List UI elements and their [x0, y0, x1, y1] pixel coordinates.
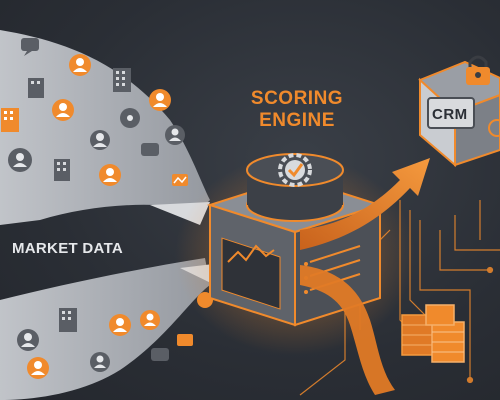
user-icon — [52, 99, 74, 121]
chat-bubble-icon — [141, 143, 159, 156]
chat-bubble-icon — [177, 334, 193, 346]
output-arrow-up — [300, 158, 430, 250]
user-icon — [109, 314, 131, 336]
user-icon — [8, 148, 32, 172]
market-data-stream-bottom — [0, 258, 210, 400]
user-icon — [69, 54, 91, 76]
building-icon — [1, 108, 19, 132]
building-icon — [54, 159, 70, 181]
output-ribbon-down — [300, 265, 395, 395]
document-stack-icon — [401, 304, 465, 363]
market-data-label: MARKET DATA — [12, 240, 124, 257]
market-data-stream-top — [0, 30, 210, 225]
user-icon — [17, 329, 39, 351]
lock-icon — [466, 55, 490, 85]
building-icon — [28, 78, 44, 98]
crm-label: CRM — [432, 106, 468, 123]
user-icon — [90, 352, 110, 372]
user-icon — [140, 310, 160, 330]
scoring-engine-title: SCORING ENGINE — [222, 88, 372, 132]
user-icon — [90, 130, 110, 150]
scoring-engine-title-line2: ENGINE — [259, 110, 335, 131]
user-icon — [27, 357, 49, 379]
gear-check-icon — [246, 153, 344, 222]
scoring-engine-title-line1: SCORING — [250, 88, 344, 109]
chat-bubble-icon — [172, 174, 188, 186]
user-icon — [99, 164, 121, 186]
building-icon — [113, 68, 131, 92]
chat-bubble-icon — [120, 108, 140, 128]
building-icon — [59, 308, 77, 332]
user-icon — [149, 89, 171, 111]
chat-bubble-icon — [151, 348, 169, 361]
chat-bubble-icon — [21, 38, 39, 56]
user-icon — [165, 125, 185, 145]
